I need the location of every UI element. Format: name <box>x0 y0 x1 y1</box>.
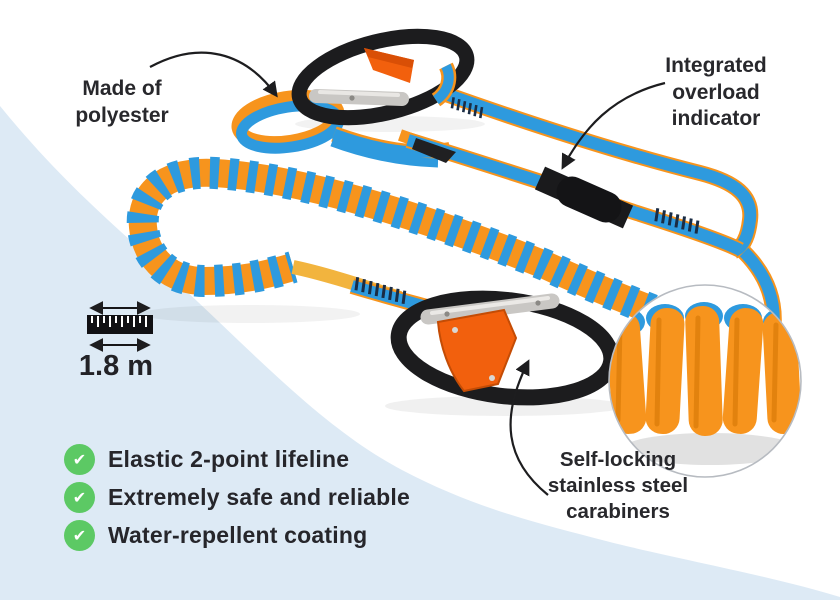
feature-list: ✔ Elastic 2-point lifeline ✔ Extremely s… <box>64 444 410 551</box>
feature-text: Water-repellent coating <box>108 522 368 548</box>
callout-line: carabiners <box>566 500 670 524</box>
background-wave <box>0 106 840 600</box>
overload-arrow <box>561 81 666 170</box>
stitch-patch <box>654 208 700 234</box>
zoom-ribs <box>609 302 801 465</box>
feature-item: ✔ Water-repellent coating <box>64 520 410 551</box>
feature-item: ✔ Extremely safe and reliable <box>64 482 410 513</box>
product-illustration <box>126 28 802 478</box>
callout-line: polyester <box>75 103 169 127</box>
check-icon: ✔ <box>64 520 95 551</box>
carabiner-gate <box>309 89 409 106</box>
callout-line: stainless steel <box>547 474 689 498</box>
top-strap <box>437 84 759 259</box>
stitch-patch <box>450 97 484 119</box>
made-of-arrow <box>149 51 278 98</box>
stitch-patch <box>354 277 407 304</box>
ruler-icon <box>87 301 153 352</box>
length-label: 1.8 m <box>78 350 154 382</box>
callout-carabiners: Self-locking stainless steel carabiners <box>527 447 709 525</box>
overload-sleeve <box>534 166 634 229</box>
carabiner-top <box>291 28 475 126</box>
callout-overload: Integrated overload indicator <box>636 53 796 133</box>
feature-item: ✔ Elastic 2-point lifeline <box>64 444 410 475</box>
elastic-webbing <box>126 156 658 325</box>
callout-made-of: Made of polyester <box>46 76 198 129</box>
carabiner-bottom <box>390 290 620 406</box>
check-icon: ✔ <box>64 444 95 475</box>
check-icon: ✔ <box>64 482 95 513</box>
callout-line: overload <box>672 80 760 104</box>
feature-text: Elastic 2-point lifeline <box>108 446 350 472</box>
callout-line: indicator <box>671 107 761 131</box>
callout-line: Made of <box>82 77 162 100</box>
shadow <box>140 305 360 323</box>
feature-text: Extremely safe and reliable <box>108 484 410 510</box>
callout-line: Integrated <box>665 54 767 77</box>
zoom-inset <box>608 284 802 478</box>
callout-line: Self-locking <box>559 448 677 471</box>
carabiners-connector <box>509 359 549 496</box>
